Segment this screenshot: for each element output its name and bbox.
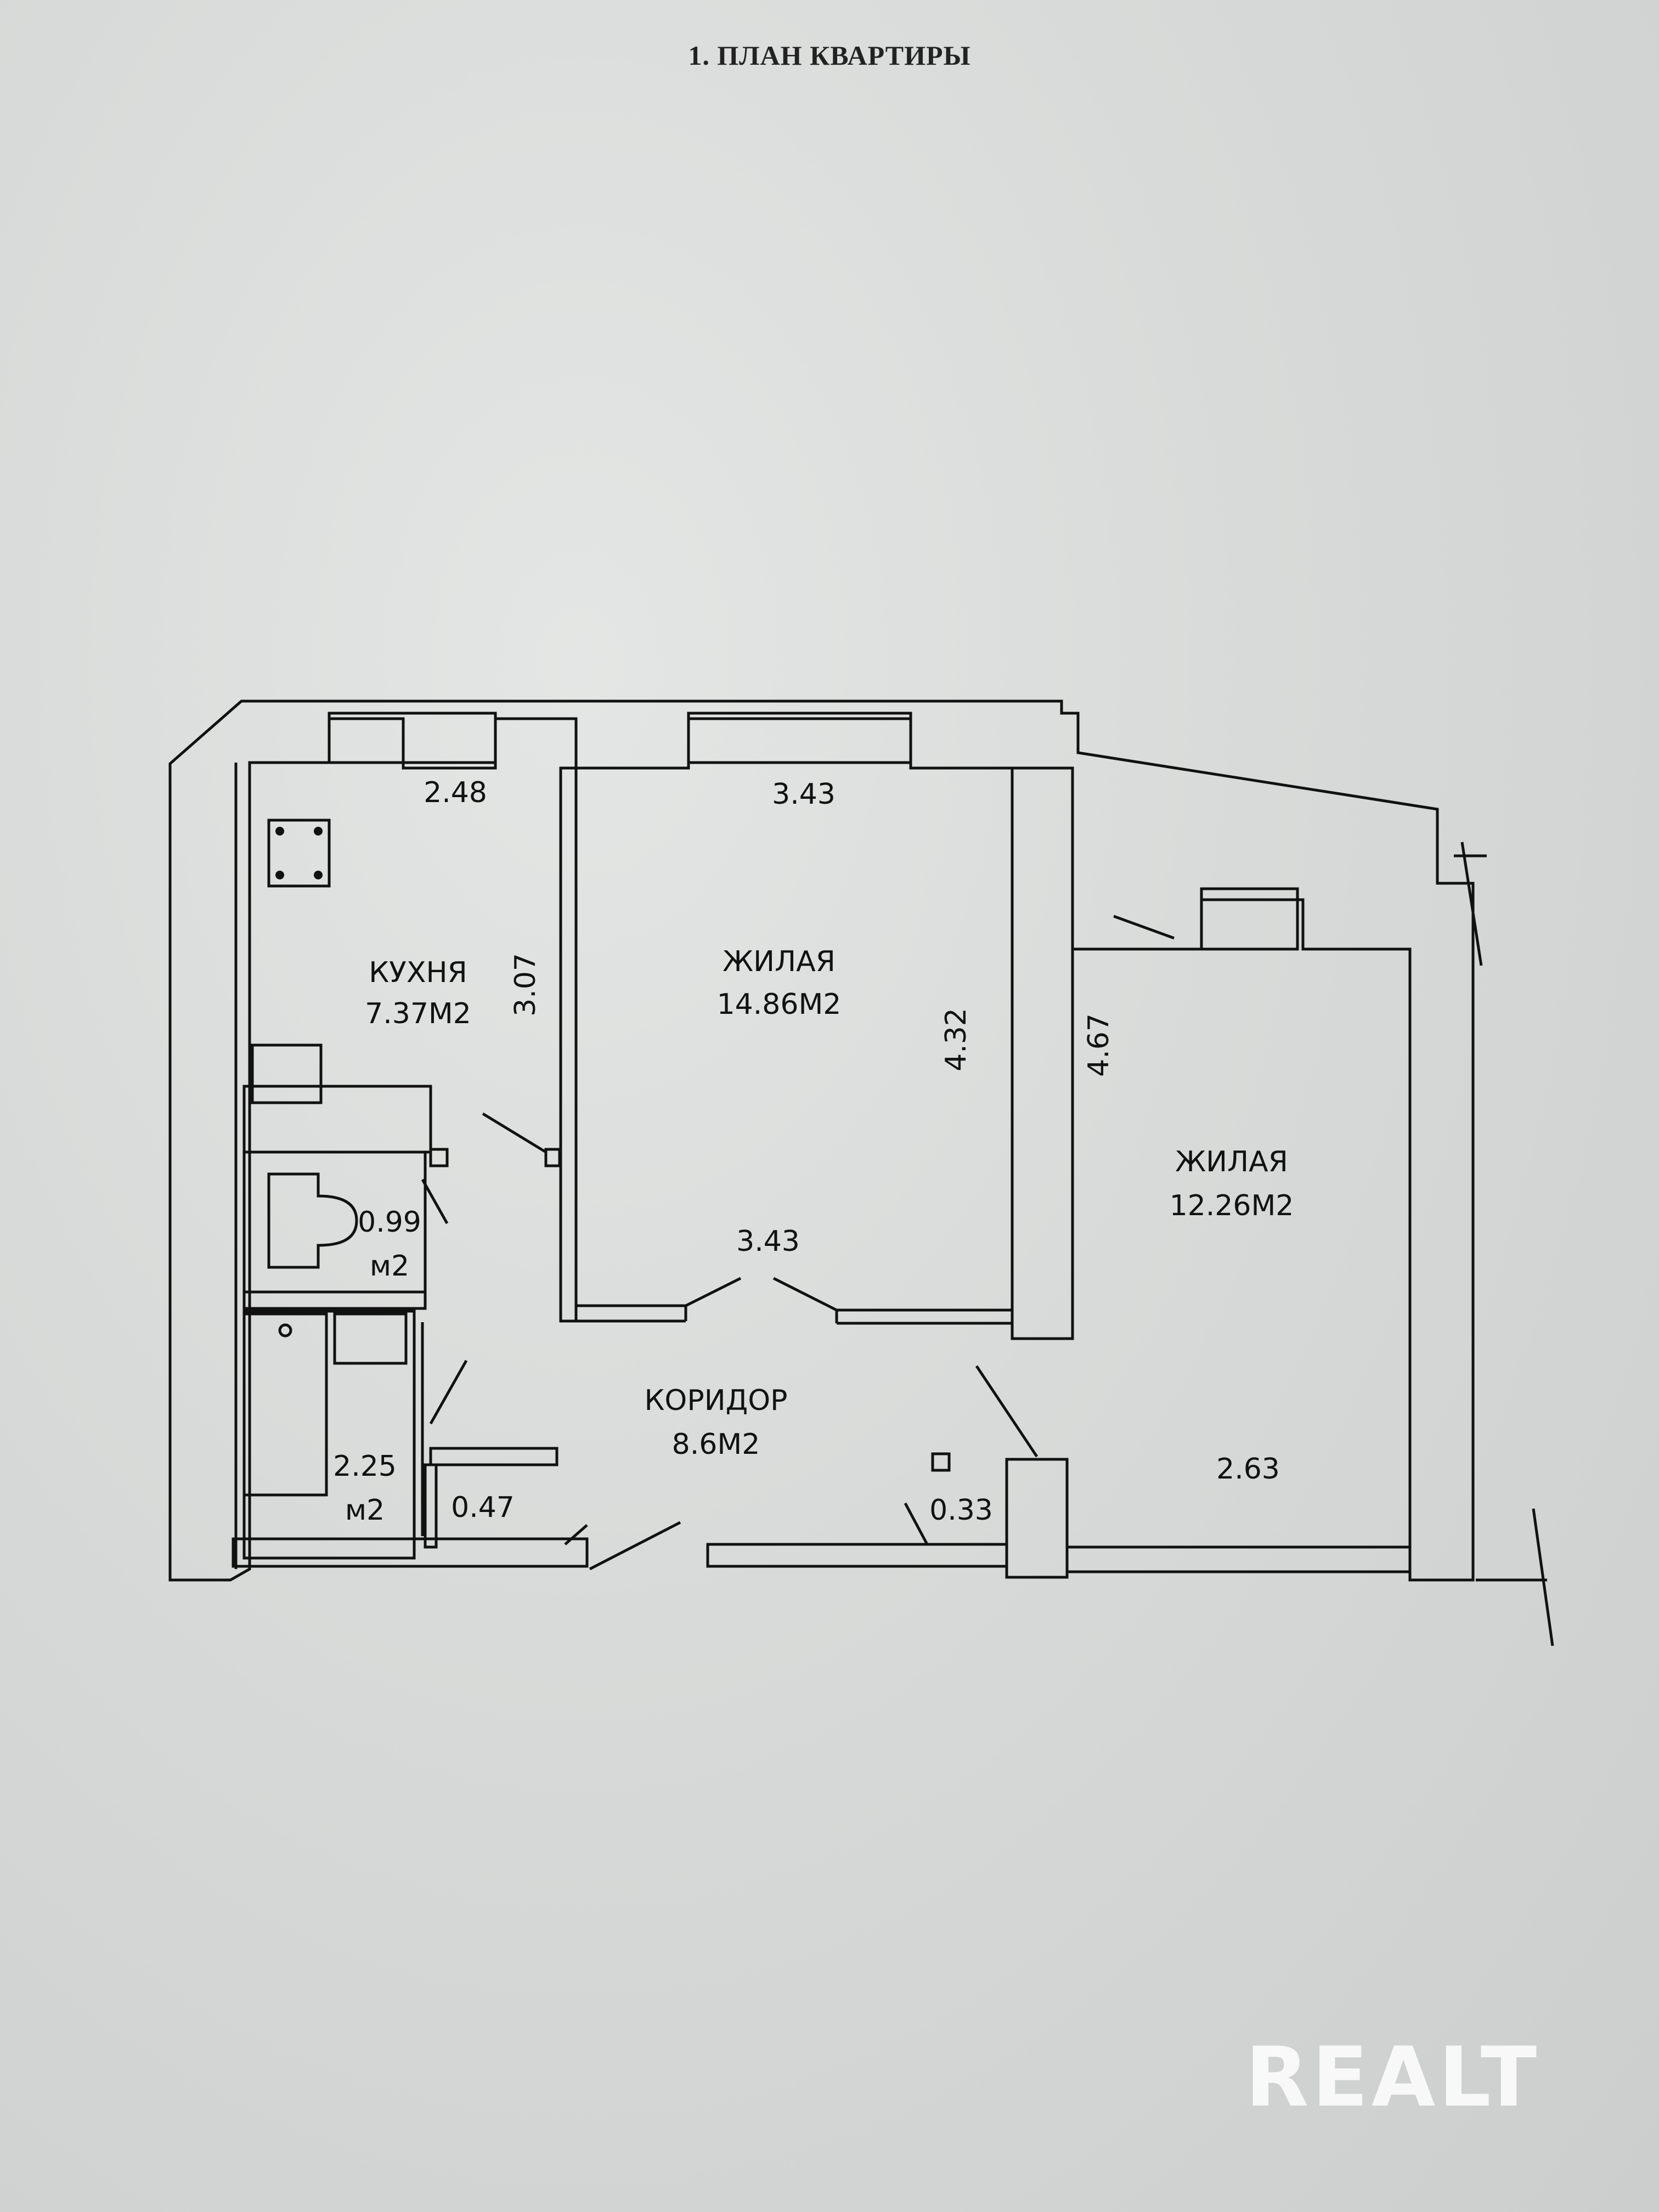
window-living-2 <box>1200 887 1299 951</box>
wall-living1-living2 <box>1011 766 1074 1340</box>
toilet-fixture <box>267 1172 358 1269</box>
window-living-1 <box>687 712 912 764</box>
bottom-wall-middle <box>706 1543 1008 1568</box>
corridor-name: КОРИДОР <box>644 1384 787 1417</box>
dim-kitchen-length: 3.07 <box>509 953 542 1017</box>
bottom-wall-right <box>1065 1545 1412 1573</box>
dim-closet-left: 0.47 <box>451 1491 515 1524</box>
page-title: 1. ПЛАН КВАРТИРЫ <box>688 40 971 71</box>
dim-living-1-length: 4.32 <box>940 1008 973 1071</box>
kitchen-area: 7.37М2 <box>365 997 471 1030</box>
toilet-area-value: 0.99 <box>358 1206 421 1239</box>
dim-living-2-width: 2.63 <box>1216 1453 1280 1486</box>
bathroom-area-value: 2.25 <box>333 1450 397 1483</box>
wall-pillar <box>1005 1458 1069 1579</box>
corridor-area: 8.6М2 <box>672 1428 760 1461</box>
dim-closet-right: 0.33 <box>929 1494 993 1527</box>
stove-burners <box>275 827 323 879</box>
toilet-area-unit: м2 <box>370 1250 409 1283</box>
dim-living-1-width-top: 3.43 <box>772 778 836 811</box>
living-2-area: 12.26М2 <box>1170 1189 1294 1222</box>
living-1-area: 14.86М2 <box>717 988 842 1021</box>
outer-wall-outline <box>168 699 1475 1582</box>
partition-kitchen-living <box>559 766 578 1323</box>
dim-kitchen-width: 2.48 <box>424 776 487 809</box>
bottom-wall-left <box>232 1537 589 1568</box>
living-1-name: ЖИЛАЯ <box>723 945 836 978</box>
wall-kitchen-bath <box>242 1085 432 1154</box>
dim-living-1-width-bottom: 3.43 <box>736 1225 800 1258</box>
kitchen-sink <box>251 1043 323 1104</box>
living-2-name: ЖИЛАЯ <box>1175 1146 1288 1178</box>
dim-living-2-length: 4.67 <box>1082 1013 1115 1077</box>
bathtub <box>242 1312 328 1497</box>
kitchen-name: КУХНЯ <box>369 956 467 989</box>
stove <box>267 819 331 888</box>
realt-watermark-logo: REALT <box>1245 2030 1541 2125</box>
sink <box>333 1312 408 1365</box>
window-kitchen <box>328 712 497 764</box>
bathroom-area-unit: м2 <box>345 1494 385 1527</box>
bathroom-room <box>242 1310 416 1560</box>
